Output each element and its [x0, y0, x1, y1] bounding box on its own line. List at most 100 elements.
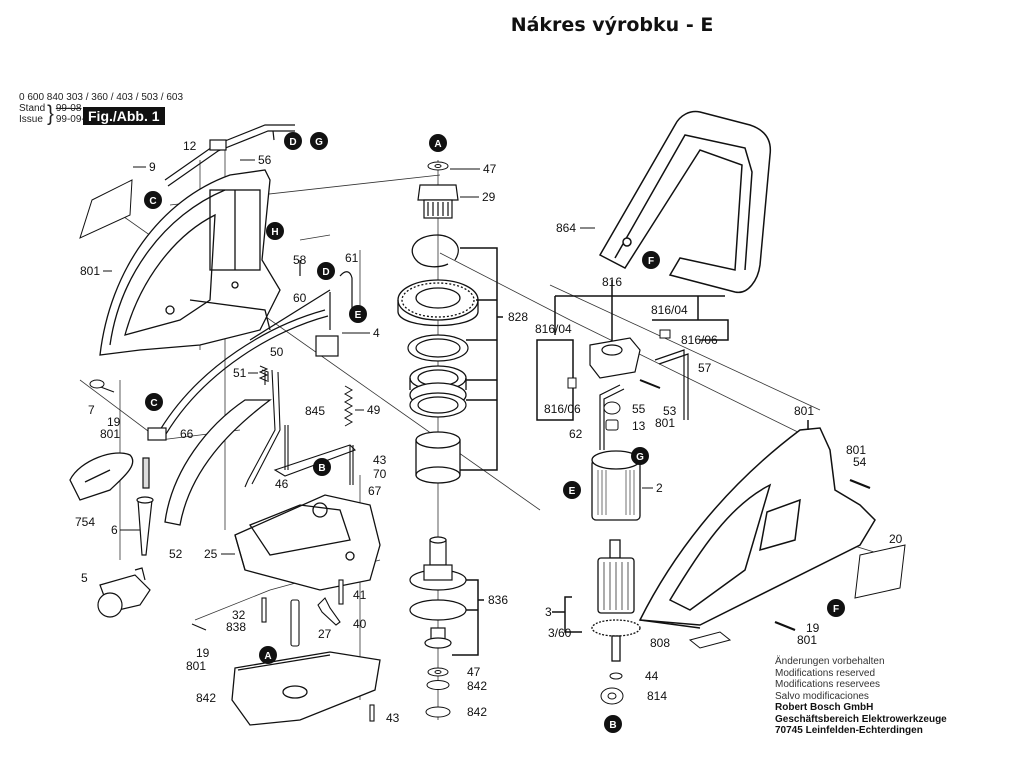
screw-19c — [774, 620, 796, 632]
svg-text:C: C — [149, 196, 156, 207]
strain-relief-66 — [147, 427, 167, 441]
svg-text:E: E — [569, 486, 576, 497]
label-5: 5 — [81, 571, 88, 585]
switch-4 — [249, 260, 353, 357]
label-27: 27 — [318, 627, 332, 641]
label-57: 57 — [698, 361, 712, 375]
field-coil-2 — [591, 450, 641, 521]
callout-C-left: C — [145, 393, 163, 411]
label-60: 60 — [293, 291, 307, 305]
label-816-06-right: 816/06 — [681, 333, 718, 347]
screw-53 — [639, 379, 661, 389]
label-19-right: 19 — [806, 621, 820, 635]
label-845: 845 — [305, 404, 325, 418]
label-47-top: 47 — [483, 162, 497, 176]
callout-B-right: B — [604, 715, 622, 733]
label-40: 40 — [353, 617, 367, 631]
cable-sleeve-6 — [136, 457, 154, 556]
label-54: 54 — [853, 455, 867, 469]
label-6: 6 — [111, 523, 118, 537]
label-19-left: 19 — [107, 415, 121, 429]
label-816-06-left: 816/06 — [544, 402, 581, 416]
callout-E-mid: E — [349, 305, 367, 323]
label-2: 2 — [656, 481, 663, 495]
crank-836 — [409, 536, 467, 649]
bracket-836 — [452, 579, 484, 656]
screw-54 — [849, 478, 871, 490]
label-67: 67 — [368, 484, 382, 498]
label-13: 13 — [632, 419, 646, 433]
label-801-left-b: 801 — [100, 427, 120, 441]
issue-label: Issue — [19, 114, 43, 125]
label-801-right-top: 801 — [794, 404, 814, 418]
label-58: 58 — [293, 253, 307, 267]
washer-ring-1 — [407, 334, 469, 362]
svg-text:A: A — [264, 651, 271, 662]
label-41: 41 — [353, 588, 367, 602]
company-address: 70745 Leinfelden-Echterdingen — [775, 725, 923, 736]
label-47-bottom: 47 — [467, 665, 481, 679]
switch-body — [589, 337, 641, 379]
callout-A-top: A — [429, 134, 447, 152]
label-25: 25 — [204, 547, 218, 561]
grip-754 — [69, 452, 134, 501]
label-53: 53 — [663, 404, 677, 418]
bow-handle-864 — [598, 110, 772, 294]
label-70: 70 — [373, 467, 387, 481]
screw-19b — [191, 623, 207, 631]
washer-ring-2 — [409, 392, 467, 418]
footer-line-fr: Modifications reservees — [775, 679, 881, 690]
cable-57 — [654, 349, 689, 420]
base-cover-842 — [231, 651, 381, 726]
cable-62 — [599, 384, 625, 450]
washer-842-a — [426, 680, 450, 690]
label-7: 7 — [88, 403, 95, 417]
callout-B-left: B — [313, 458, 331, 476]
label-814: 814 — [647, 689, 667, 703]
stand-value: 99-08 — [55, 103, 82, 114]
screw-43 — [369, 704, 375, 722]
label-828: 828 — [508, 310, 528, 324]
lever-845 — [273, 425, 356, 485]
document-header: 0 600 840 303 / 360 / 403 / 503 / 603 St… — [19, 92, 183, 125]
issue-value: 99-09-06 — [55, 114, 96, 125]
svg-text:F: F — [833, 604, 839, 615]
footer-line-en: Modifications reserved — [775, 667, 876, 679]
washer-47-bottom — [427, 667, 449, 677]
label-66: 66 — [180, 427, 194, 441]
pin-41 — [338, 579, 344, 605]
label-52: 52 — [169, 547, 183, 561]
callout-D-mid: D — [317, 262, 335, 280]
washer-842-b — [425, 706, 451, 718]
gear-wheel — [397, 279, 479, 327]
label-801-switch: 801 — [655, 416, 675, 430]
label-19-bottom: 19 — [196, 646, 210, 660]
bracket-828 — [460, 247, 503, 471]
label-842-b: 842 — [467, 705, 487, 719]
cable-12 — [164, 124, 295, 187]
cap-7 — [89, 379, 105, 389]
pinion-29 — [417, 184, 459, 219]
bushing-13 — [605, 419, 619, 431]
label-864: 864 — [556, 221, 576, 235]
label-836: 836 — [488, 593, 508, 607]
label-50: 50 — [270, 345, 284, 359]
company-division: Geschäftsbereich Elektrowerkzeuge — [775, 713, 947, 725]
label-32: 32 — [232, 608, 246, 622]
label-3: 3 — [545, 605, 552, 619]
spring-49 — [343, 385, 354, 427]
housing-left-801 — [99, 169, 281, 356]
pin-32 — [261, 597, 267, 623]
svg-text:G: G — [636, 452, 644, 463]
label-44: 44 — [645, 669, 659, 683]
svg-text:F: F — [648, 256, 654, 267]
label-3-60: 3/60 — [548, 626, 572, 640]
label-sheet-20 — [854, 544, 906, 599]
callout-H: H — [266, 222, 284, 240]
handle-52 — [164, 399, 272, 526]
label-sheet-9 — [79, 179, 133, 239]
pad-808 — [688, 631, 732, 649]
svg-text:D: D — [289, 137, 296, 148]
part-numbers: 0 600 840 303 / 360 / 403 / 503 / 603 — [19, 92, 184, 103]
label-801-bottom: 801 — [186, 659, 206, 673]
